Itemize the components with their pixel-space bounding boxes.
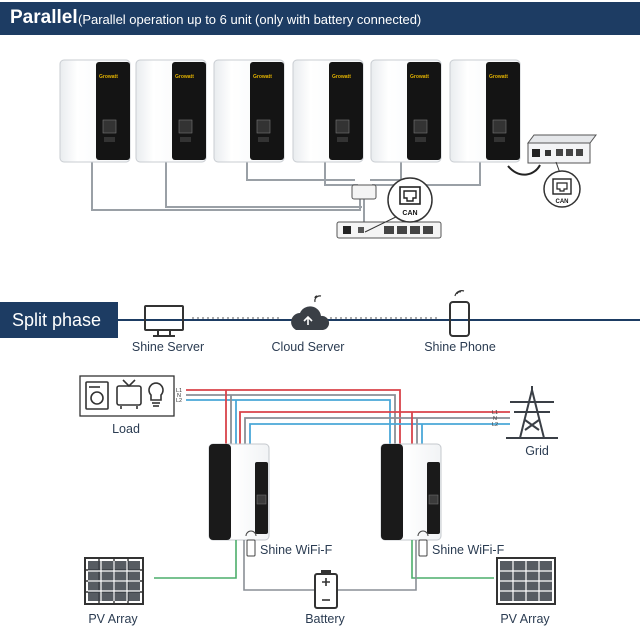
inverter-unit-4: [292, 59, 364, 163]
pv-array-left-label: PV Array: [88, 612, 138, 626]
inverter-brand-logo: Growatt: [332, 74, 351, 80]
split-phase-rule: [118, 319, 640, 321]
inverter-unit-5: [370, 59, 442, 163]
inverter-brand-logo: Growatt: [489, 74, 508, 80]
wifi-dongle-left-icon: [245, 530, 257, 557]
inverter-unit-6: [449, 59, 521, 163]
can-label-2: CAN: [556, 199, 569, 205]
external-battery-unit: [527, 134, 597, 164]
grid-label: Grid: [525, 444, 549, 458]
pv-array-right-label: PV Array: [500, 612, 550, 626]
inverter-unit-2: [135, 59, 207, 163]
inverter-left: [208, 443, 270, 541]
can-label: CAN: [402, 210, 417, 217]
cloud-server-label: Cloud Server: [271, 340, 345, 354]
wire-label-n-right: N: [493, 416, 497, 422]
wire-label-l2-right: L2: [492, 422, 498, 428]
wire-label-l2-left: L2: [176, 398, 182, 404]
can-port-callout: CAN: [387, 177, 433, 223]
wifi-dongle-right-icon: [417, 530, 429, 557]
inverter-unit-1: [59, 59, 131, 163]
load-label: Load: [112, 422, 140, 436]
shine-phone-label: Shine Phone: [424, 340, 496, 354]
pv-array-left-icon: [84, 557, 144, 605]
battery-label: Battery: [305, 612, 345, 626]
cloud-icon: [291, 295, 330, 330]
shine-wifi-left-label: Shine WiFi-F: [260, 543, 333, 557]
tv-icon: [116, 379, 142, 409]
parallel-title: Parallel: [10, 7, 78, 28]
parallel-junction-box: [351, 184, 377, 200]
pv-array-right-icon: [496, 557, 556, 605]
parallel-banner: Parallel (Parallel operation up to 6 uni…: [0, 2, 640, 35]
inverter-brand-logo: Growatt: [410, 74, 429, 80]
shine-wifi-right-label: Shine WiFi-F: [432, 543, 505, 557]
inverter-brand-logo: Growatt: [175, 74, 194, 80]
parallel-battery-module: [336, 221, 442, 239]
inverter-brand-logo: Growatt: [99, 74, 118, 80]
wire-label-l1-right: L1: [492, 410, 498, 416]
inverter-right: [380, 443, 442, 541]
can-port-callout-2: CAN: [543, 170, 581, 208]
light-bulb-icon: [148, 382, 164, 407]
washing-machine-icon: [85, 381, 109, 410]
wire-label-n-left: N: [177, 393, 181, 399]
inverter-brand-logo: Growatt: [253, 74, 272, 80]
shine-server-label: Shine Server: [131, 340, 205, 354]
inverter-unit-3: [213, 59, 285, 163]
wire-label-l1-left: L1: [176, 388, 182, 394]
can-callout-line: [364, 214, 401, 233]
battery-icon: [314, 570, 338, 609]
load-box: [79, 375, 175, 417]
grid-tower-icon: [506, 386, 558, 439]
monitor-icon: [144, 305, 184, 337]
parallel-diagram: Growatt Growatt Growatt Growatt Growatt …: [59, 59, 597, 239]
phone-icon: [449, 290, 470, 337]
split-phase-title: Split phase: [12, 310, 102, 330]
split-phase-banner: Split phase: [0, 302, 118, 338]
parallel-subtitle: (Parallel operation up to 6 unit (only w…: [78, 12, 422, 27]
